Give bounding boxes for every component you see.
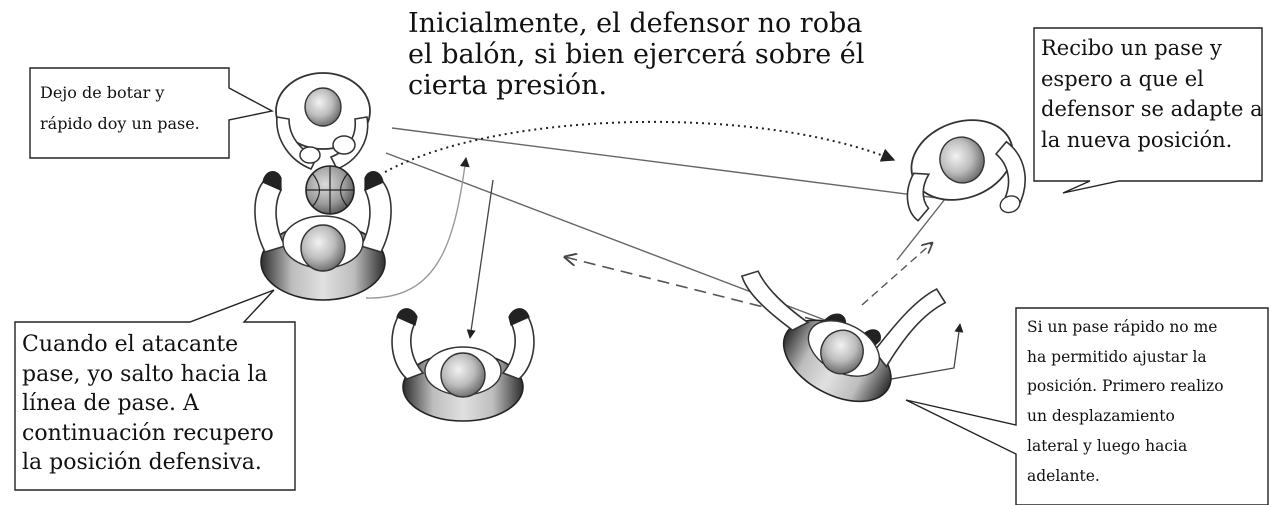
attacker-right-arm (329, 116, 369, 171)
callout-receiver-box (1033, 27, 1263, 194)
basketball-seams (306, 166, 354, 214)
callout-line: ha permitido ajustar la (1027, 347, 1207, 366)
defender-1-left-hand (262, 171, 282, 191)
callout-line: Si un pase rápido no me (1027, 318, 1218, 336)
defender-2-figure (391, 308, 535, 422)
defender-2-right-hand (508, 308, 530, 326)
defender-1-right-arm (359, 181, 392, 253)
defender-1-head (300, 224, 346, 272)
receiver-figure (906, 119, 1026, 222)
jump-arc (365, 157, 470, 299)
attacker-hand-right (332, 135, 356, 155)
defender-3-right-arm (873, 288, 947, 368)
title-line: cierta presión. (408, 70, 608, 101)
callout-line: continuación recupero (22, 420, 274, 446)
callout-line: Recibo un pase y (1041, 36, 1222, 60)
callout-defender-jump-box (14, 289, 296, 491)
callout-line: espero a que el (1041, 66, 1204, 91)
callout-line: Cuando el atacante (22, 332, 239, 357)
defender-2-left-hand (396, 308, 418, 326)
defender-shift-arrow (861, 243, 932, 306)
defender-3-left-arm (740, 270, 810, 332)
callout-line: defensor se adapte a (1041, 97, 1263, 121)
callout-defender-adjust-text: Si un pase rápido no me ha permitido aju… (1027, 313, 1224, 491)
callout-line: adelante. (1027, 466, 1100, 485)
callout-dribbler-box (29, 67, 275, 159)
callout-line: Dejo de botar y (40, 83, 165, 102)
receiver-hand (999, 195, 1021, 214)
jump-return-arrow (466, 179, 494, 339)
defender-2-head (440, 352, 486, 398)
attacker-hand-left (299, 146, 321, 164)
callout-line: pase, yo salto hacia la (22, 361, 268, 387)
receiver-head (939, 136, 985, 184)
defender-3-head (820, 329, 864, 375)
callout-line: un desplazamiento (1027, 407, 1175, 426)
lateral-forward-arrow (885, 323, 964, 381)
defender-1-right-hand (364, 171, 384, 191)
receiver-left-arm (906, 172, 931, 222)
attacker-head (304, 87, 342, 127)
callout-line: posición. Primero realizo (1027, 377, 1224, 396)
defender-2-left-arm (391, 313, 425, 380)
defender-3-figure (740, 270, 947, 403)
callout-receiver-text: Recibo un pase y espero a que el defenso… (1041, 33, 1263, 155)
callout-line: rápido doy un pase. (40, 114, 200, 133)
callout-defender-adjust-box (905, 307, 1269, 505)
movement-lines (385, 127, 946, 326)
defender-1-figure (254, 171, 392, 301)
defender-2-right-arm (501, 313, 535, 380)
callout-line: línea de pase. A (22, 391, 199, 416)
diagram-title: Inicialmente, el defensor no roba el bal… (408, 8, 864, 101)
title-line: el balón, si bien ejercerá sobre él (408, 39, 865, 70)
pass-line-upper (391, 127, 946, 200)
attacker-figure (275, 72, 371, 171)
defender-1-left-arm (254, 181, 287, 253)
callout-dribbler-text: Dejo de botar y rápido doy un pase. (40, 77, 200, 139)
callout-line: lateral y luego hacia (1027, 436, 1188, 455)
callout-line: la posición defensiva. (22, 450, 262, 475)
title-line: Inicialmente, el defensor no roba (408, 8, 863, 39)
receiver-guide-line (896, 198, 946, 261)
callout-defender-jump-text: Cuando el atacante pase, yo salto hacia … (22, 330, 274, 478)
pass-arrow-dotted (384, 120, 896, 173)
callout-line: la nueva posición. (1041, 127, 1233, 152)
